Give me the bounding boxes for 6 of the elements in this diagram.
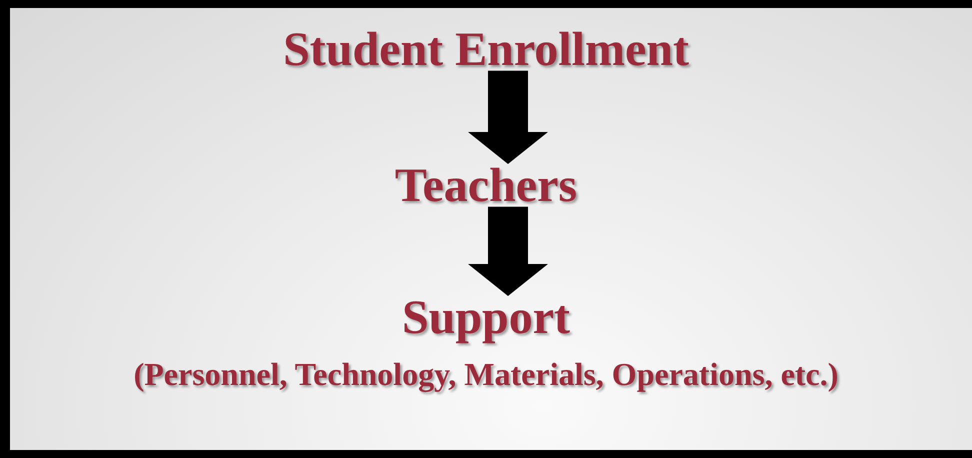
heading-text: Support — [402, 292, 570, 345]
heading-text: Teachers — [394, 160, 578, 213]
block-arrow — [468, 206, 548, 296]
heading-text: Student Enrollment — [283, 24, 689, 77]
subtitle-text: (Personnel, Technology, Materials, Operations, etc.) — [134, 356, 838, 392]
block-arrow — [468, 70, 548, 164]
